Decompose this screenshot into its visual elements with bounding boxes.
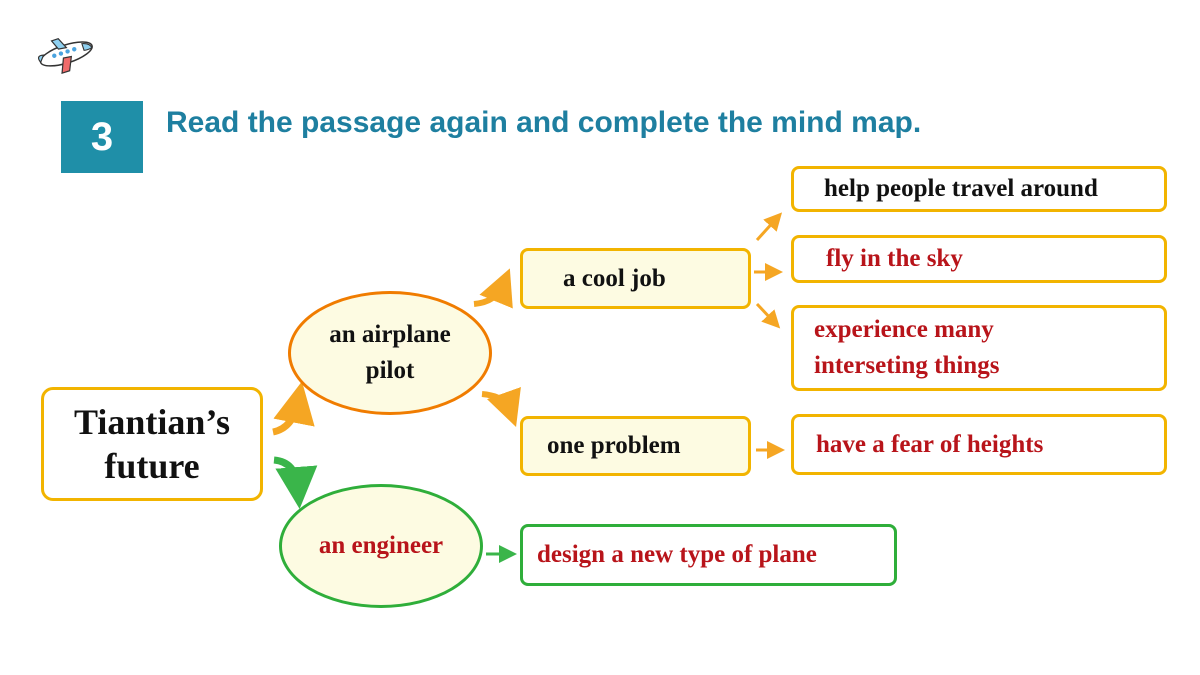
answer-box: design a new type of plane	[520, 524, 897, 586]
root-line1: Tiantian’s	[73, 402, 231, 442]
pilot-line1: an airplane	[329, 321, 451, 348]
instruction-text: Read the passage again and complete the …	[166, 106, 922, 139]
answer-text: help people travel around	[824, 175, 1098, 202]
answer-text: experience many interseting things	[814, 316, 1000, 379]
root-node: Tiantian’s future	[41, 387, 263, 501]
root-line2: future	[104, 446, 200, 486]
answer-box: have a fear of heights	[791, 414, 1167, 475]
arrow-pilot-to-problem	[481, 386, 521, 427]
arrow-root-to-pilot	[272, 381, 315, 436]
problem-node: one problem	[520, 416, 751, 476]
engineer-label: an engineer	[318, 532, 444, 559]
answer-box: help people travel around	[791, 166, 1167, 212]
answer-text: have a fear of heights	[816, 430, 1044, 458]
answer-text: fly in the sky	[826, 245, 963, 272]
cool-job-node: a cool job	[520, 248, 751, 309]
pilot-node: an airplane pilot	[288, 291, 492, 415]
answer-box: fly in the sky	[791, 235, 1167, 283]
pilot-line2: pilot	[365, 357, 415, 384]
engineer-node: an engineer	[279, 484, 483, 608]
arrow-cooljob-to-answer3	[755, 302, 781, 329]
exercise-number: 3	[61, 101, 143, 173]
airplane-icon	[37, 38, 93, 75]
problem-label: one problem	[547, 432, 681, 459]
cool-job-label: a cool job	[563, 264, 666, 292]
arrow-root-to-engineer	[273, 456, 318, 509]
answer-text: design a new type of plane	[537, 541, 817, 568]
answer-box: experience many interseting things	[791, 305, 1167, 391]
arrow-pilot-to-cooljob	[473, 268, 513, 309]
arrow-cooljob-to-answer1	[755, 212, 783, 242]
